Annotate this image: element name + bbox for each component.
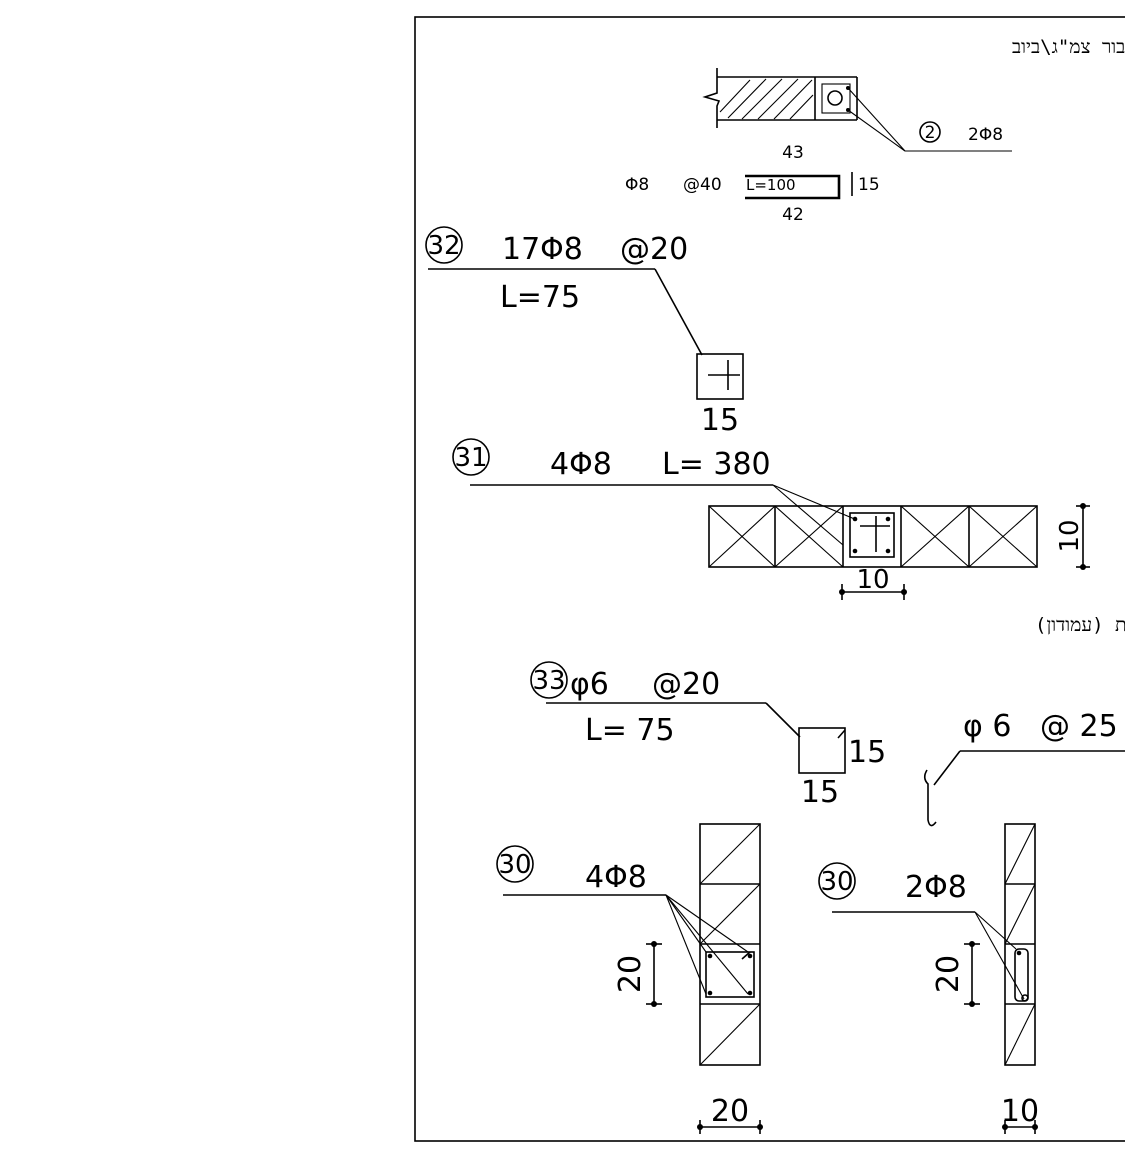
svg-text:2Φ8: 2Φ8	[968, 125, 1003, 145]
svg-text:15: 15	[701, 403, 739, 438]
svg-text:@20: @20	[652, 667, 720, 702]
svg-text:2Φ8: 2Φ8	[905, 870, 967, 905]
detail-2-title: פרט הרחבת קיר\עמוד עבור צמ"ג\ביוב	[1012, 36, 1125, 58]
svg-text:L= 380: L= 380	[662, 447, 771, 482]
detail-30a: 30 4Φ8 20 20	[496, 823, 763, 1134]
sheet-frame	[414, 16, 1125, 1142]
bar-mark-33	[530, 661, 568, 699]
bar-mark-32	[425, 226, 463, 264]
svg-text:31: 31	[454, 443, 487, 473]
detail-31: 31 4Φ8 L= 380	[452, 438, 1125, 636]
svg-text:φ 6: φ 6	[963, 709, 1011, 744]
svg-text:Φ8: Φ8	[625, 175, 649, 195]
caption-31: חגורה אנכית (עמודון)	[1035, 614, 1125, 636]
column-stirrup-30a	[705, 951, 755, 998]
bar-mark-2	[919, 121, 941, 143]
svg-text:L=100: L=100	[746, 176, 796, 194]
svg-text:17Φ8: 17Φ8	[502, 232, 583, 267]
bar-shape-2	[745, 174, 841, 200]
svg-text:4Φ8: 4Φ8	[550, 447, 612, 482]
wall-section-hatched	[702, 68, 858, 128]
stirrup-32	[696, 353, 744, 400]
svg-text:15: 15	[801, 775, 839, 810]
bar-mark-30a	[496, 845, 534, 883]
svg-text:20: 20	[931, 955, 966, 993]
bar-mark-31	[452, 438, 490, 476]
svg-text:33: 33	[532, 666, 565, 696]
svg-text:15: 15	[848, 735, 886, 770]
bar-mark-30b	[818, 862, 856, 900]
hook-bar	[923, 769, 937, 827]
svg-text:30: 30	[820, 867, 853, 897]
svg-text:@ 25: @ 25	[1040, 709, 1118, 744]
wall-blocks-31	[708, 505, 1038, 568]
svg-text:20: 20	[613, 955, 648, 993]
svg-text:4Φ8: 4Φ8	[585, 860, 647, 895]
svg-text:42: 42	[782, 205, 804, 225]
svg-text:@20: @20	[620, 232, 688, 267]
svg-text:L=75: L=75	[500, 280, 580, 315]
wall-blocks-30b	[1004, 823, 1036, 1066]
svg-text:30: 30	[498, 850, 531, 880]
svg-text:32: 32	[427, 231, 460, 261]
svg-text:2: 2	[925, 123, 936, 143]
svg-text:15: 15	[858, 175, 880, 195]
detail-2: פרט הרחבת קיר\עמוד עבור צמ"ג\ביוב 2	[625, 36, 1125, 225]
svg-text:43: 43	[782, 143, 804, 163]
svg-text:φ6: φ6	[570, 667, 609, 702]
wall-blocks-30a	[699, 823, 761, 1066]
column-stirrup-31	[849, 512, 895, 558]
svg-text:20: 20	[711, 1094, 749, 1129]
column-stirrup-30b	[1014, 948, 1029, 1002]
detail-30b: 30 2Φ8 20 10	[818, 823, 1039, 1134]
svg-text:10: 10	[1055, 519, 1085, 552]
detail-33: 33 φ6 @20 L= 75 15 15	[530, 661, 886, 810]
svg-text:@40: @40	[683, 175, 722, 195]
svg-text:10: 10	[1001, 1094, 1039, 1129]
svg-text:L= 75: L= 75	[585, 713, 675, 748]
svg-text:10: 10	[856, 565, 889, 595]
stirrup-33	[798, 727, 846, 774]
detail-hook: φ 6 @ 25	[923, 709, 1125, 827]
detail-32: 32 17Φ8 @20 L=75 15	[425, 226, 744, 438]
